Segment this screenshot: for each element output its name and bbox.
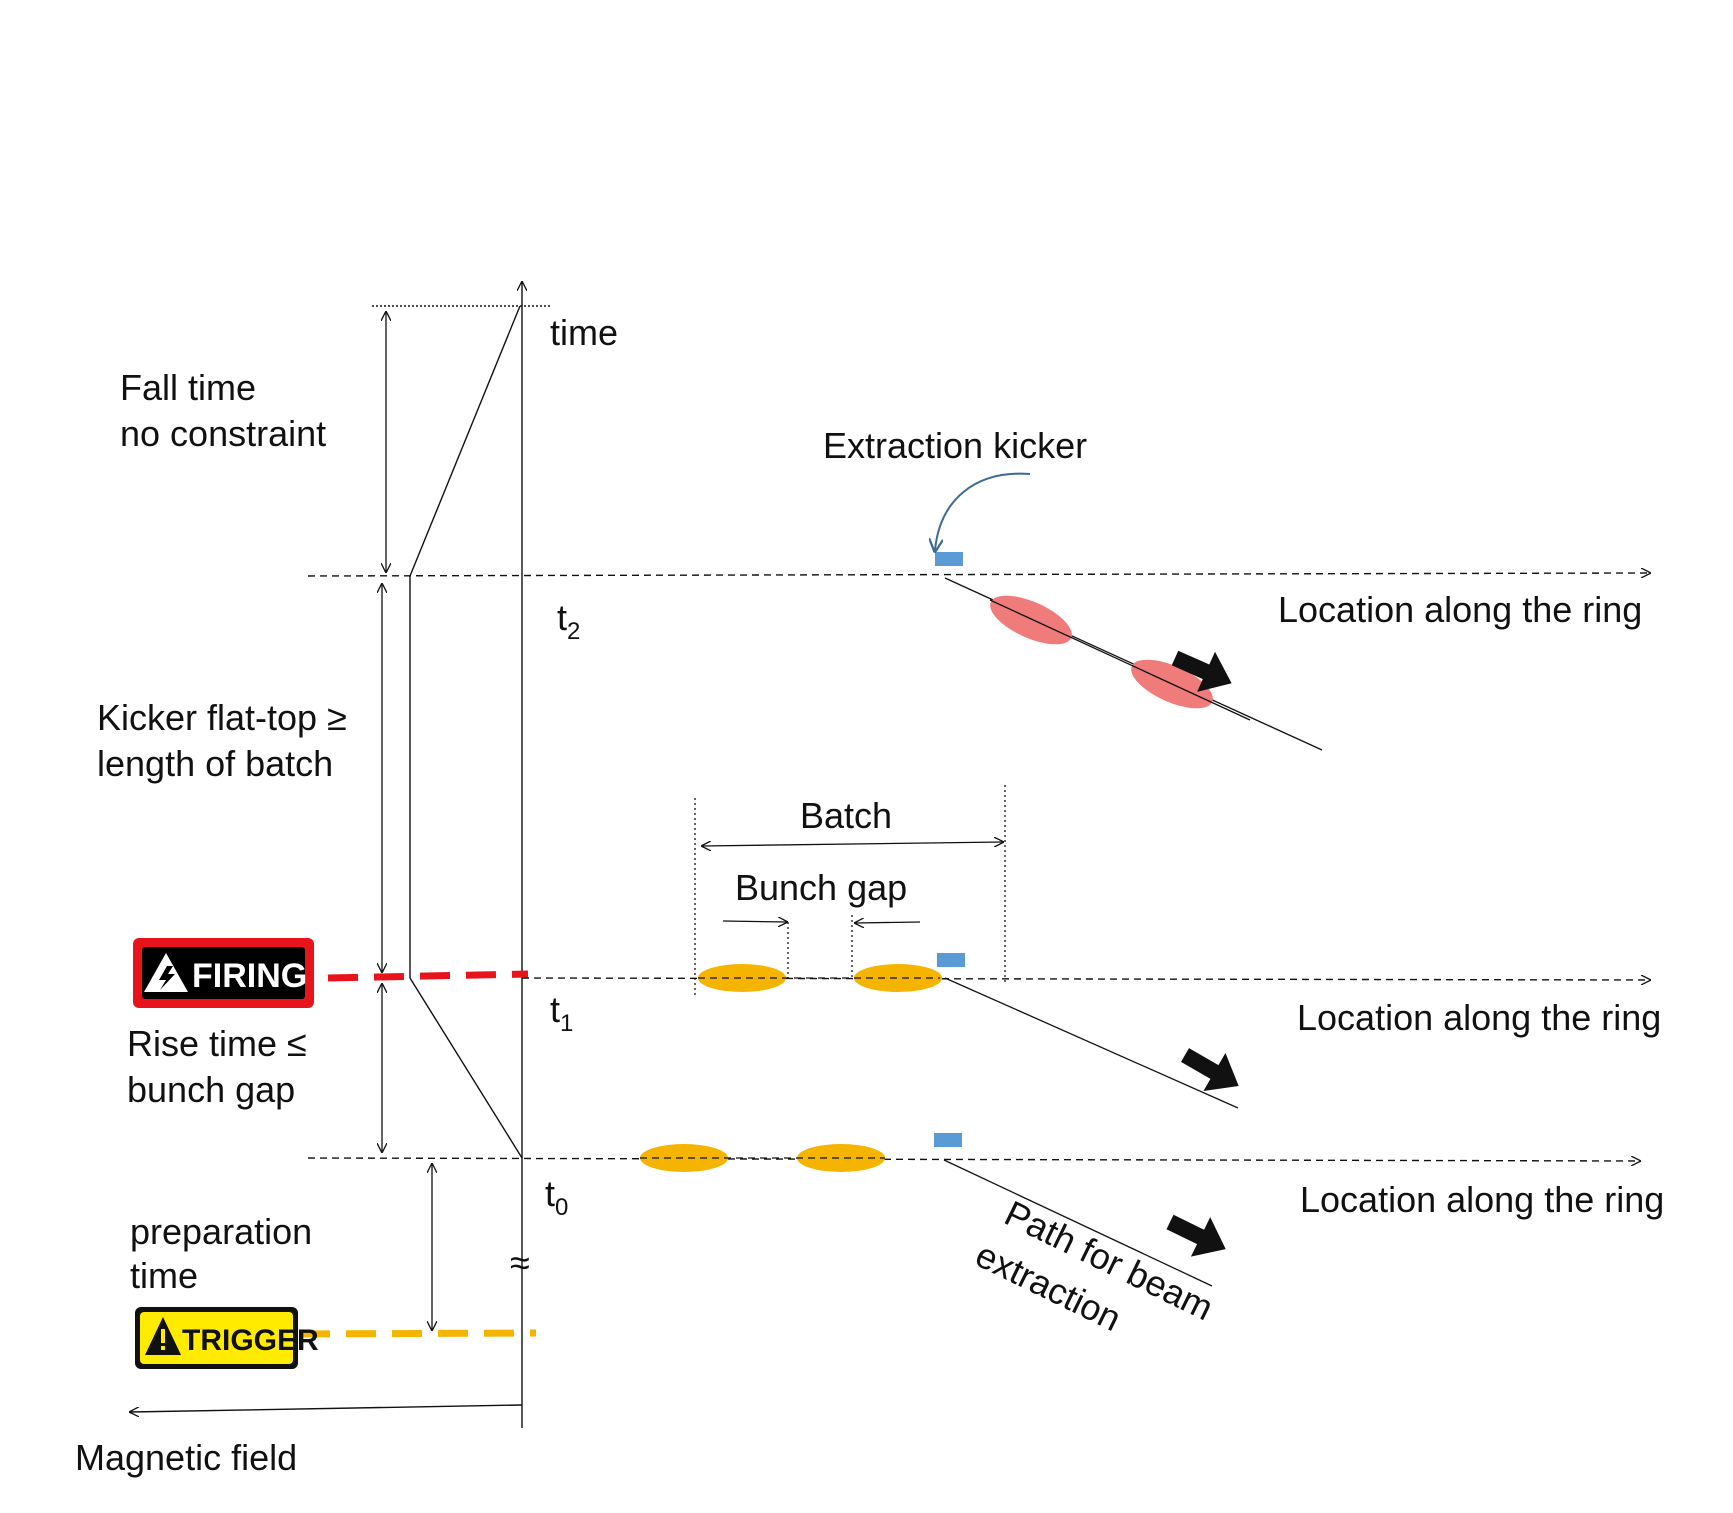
bunch-t1-1 [698,964,786,992]
trigger-signal: TRIGGER [135,1307,537,1369]
fall-edge [409,305,521,577]
magnetic-field-axis: Magnetic field [75,1404,523,1478]
bunch-gap-right-arrow [855,922,921,923]
flat-top-label-2: length of batch [97,743,333,784]
phase-labels: Fall time no constraint Kicker flat-top … [97,367,347,1296]
phase-dimensions [382,312,432,1330]
location-label-t0: Location along the ring [1300,1179,1664,1220]
trigger-sign-label: TRIGGER [182,1324,319,1357]
rise-time-label-2: bunch gap [127,1069,295,1110]
batch-dimension-arrow [702,842,1003,846]
magnetic-field-label: Magnetic field [75,1437,297,1478]
rise-time-label-1: Rise time ≤ [127,1023,307,1064]
flat-top-label-1: Kicker flat-top ≥ [97,697,347,738]
path-for-beam-extraction-label: Path for beam extraction [969,1192,1219,1339]
extraction-path-t0 [943,1159,1213,1287]
kicker-pointer-arrow [935,472,1031,550]
extraction-kicker-t0 [934,1133,962,1147]
t0-label: t0 [545,1173,568,1221]
location-axis-t0 [307,1158,1640,1161]
firing-signal: FIRING [133,938,529,1008]
time-ticks: t2 t1 t0 ≈ [510,597,580,1283]
snapshot-t2: Location along the ring Extraction kicke… [307,425,1650,751]
extraction-path-t1 [944,977,1239,1109]
location-label-t2: Location along the ring [1278,589,1642,630]
bunch-gap-left-arrow [722,921,787,922]
extraction-kicker-label: Extraction kicker [823,425,1087,466]
extracted-bunch-1 [990,595,1072,645]
batch-label: Batch [800,795,892,836]
fall-time-label-1: Fall time [120,367,256,408]
location-axis-t1 [521,978,1650,980]
t2-label: t2 [557,597,580,645]
fall-time-label-2: no constraint [120,413,326,454]
extraction-kicker-t1 [937,953,965,967]
firing-sign-label: FIRING [192,957,307,995]
bunch-gap-label: Bunch gap [735,867,907,908]
bunch-t0-1 [640,1144,728,1172]
bunch-t0-2 [797,1144,885,1172]
trigger-line [299,1329,537,1338]
location-axis-t2 [307,573,1650,576]
magnetic-field-waveform [409,305,523,1159]
bunch-t1-2 [854,964,942,992]
preparation-label-1: preparation [130,1211,312,1252]
firing-line [327,970,529,982]
time-axis-label: time [550,312,618,353]
preparation-label-2: time [130,1255,198,1296]
time-axis: time [522,282,618,1428]
rise-edge [409,977,523,1159]
direction-arrow-t1 [1174,1035,1250,1106]
trigger-warning-triangle-icon [145,1317,181,1355]
snapshot-t1: Location along the ring Batch Bunch gap [521,785,1661,1109]
direction-arrow-t0 [1160,1202,1236,1269]
extraction-kicker-t2 [935,552,963,566]
location-label-t1: Location along the ring [1297,997,1661,1038]
axis-break-symbol: ≈ [510,1242,530,1283]
t1-label: t1 [550,989,573,1037]
firing-warning-triangle-icon [144,953,188,992]
